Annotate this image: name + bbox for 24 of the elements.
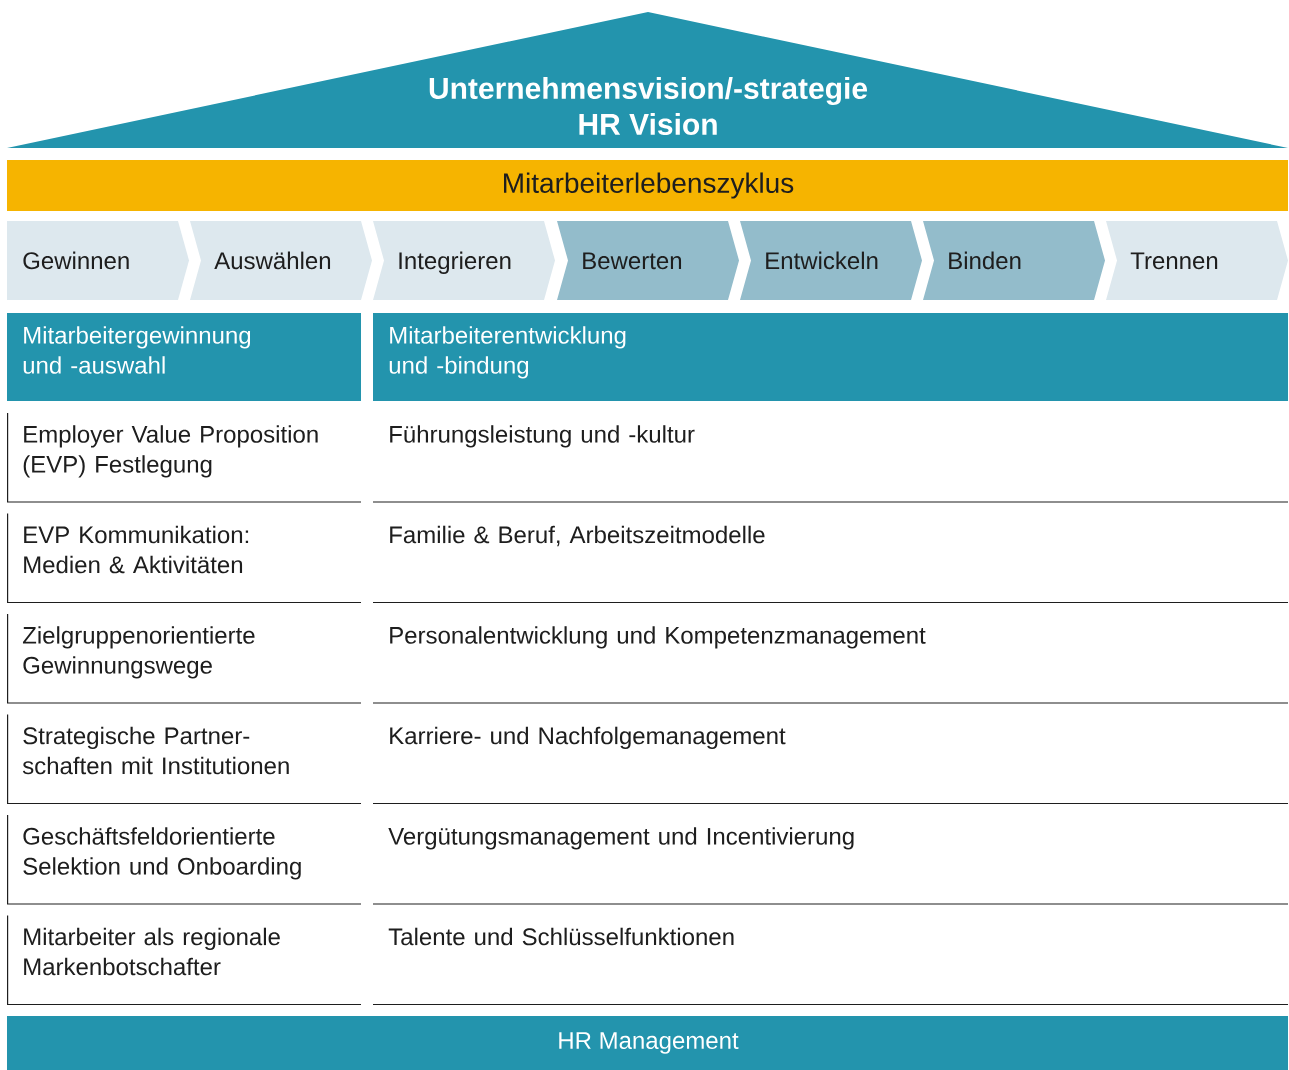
phase-step: Auswählen <box>190 221 372 300</box>
footer-band: HR Management <box>7 1016 1288 1070</box>
table-cell: Zielgruppenorientierte Gewinnungswege <box>7 613 362 704</box>
phase-step: Binden <box>923 221 1105 300</box>
table-cell: Personalentwicklung und Kompetenzmanagement <box>372 626 1289 704</box>
phase-step: Entwickeln <box>740 221 922 300</box>
table-cell: Karriere- und Nachfolgemanagement <box>372 726 1289 805</box>
table-cell: Talente und Schlüsselfunktionen <box>372 927 1289 1006</box>
column-header: Mitarbeitergewinnung und -auswahl <box>7 313 361 401</box>
phase-step: Integrieren <box>373 221 555 300</box>
table-cell: Geschäftsfeldorientierte Selektion und Onboarding <box>7 814 362 905</box>
table-cell: Vergütungsmanagement und Incentivierung <box>372 827 1289 905</box>
phase-step: Bewerten <box>557 221 739 300</box>
phase-step: Gewinnen <box>7 221 189 300</box>
column-header: Mitarbeiterentwicklung und -bindung <box>373 313 1288 401</box>
roof-banner: Unternehmensvision/-strategie HR Vision <box>7 12 1288 148</box>
table-cell: Employer Value Proposition (EVP) Festlegung <box>7 412 362 503</box>
table-cell: Strategische Partner-schaften mit Institutionen <box>7 713 362 805</box>
table-cell: Mitarbeiter als regionale Markenbotschafter <box>7 914 362 1006</box>
table-cell: Führungsleistung und -kultur <box>372 425 1289 503</box>
phase-step: Trennen <box>1106 221 1288 300</box>
table-cell: EVP Kommunikation: Medien & Aktivitäten <box>7 512 362 604</box>
table-cell: Familie & Beruf, Arbeitszeitmodelle <box>372 525 1289 604</box>
lifecycle-band: Mitarbeiterlebenszyklus <box>7 160 1288 211</box>
